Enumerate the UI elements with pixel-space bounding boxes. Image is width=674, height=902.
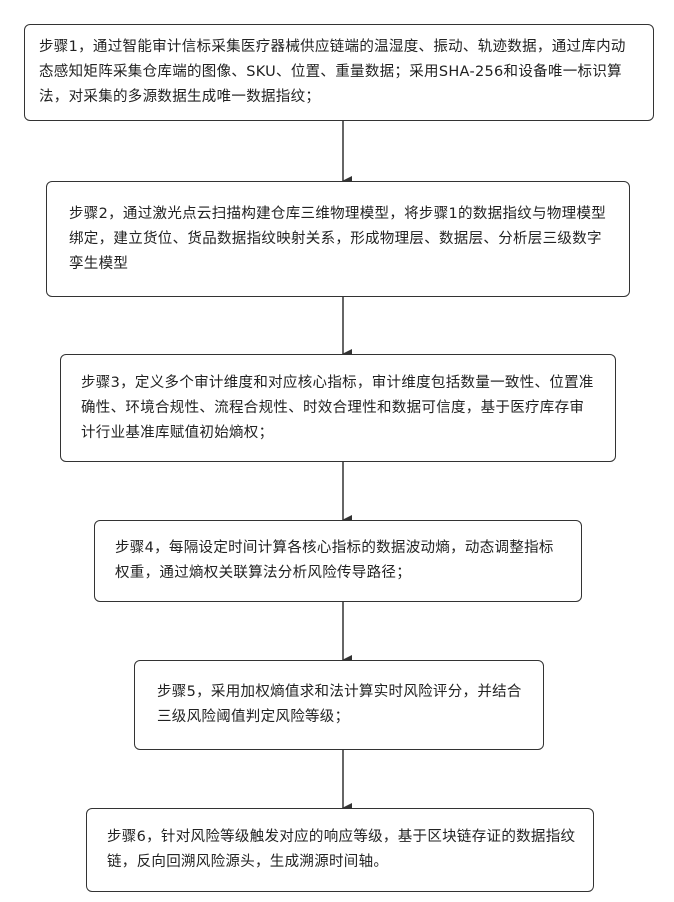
step-4-text: 步骤4，每隔设定时间计算各核心指标的数据波动熵，动态调整指标权重，通过熵权关联算…: [115, 536, 565, 586]
step-5-text: 步骤5，采用加权熵值求和法计算实时风险评分，并结合三级风险阈值判定风险等级；: [157, 680, 525, 730]
step-6-text: 步骤6，针对风险等级触发对应的响应等级，基于区块链存证的数据指纹链，反向回溯风险…: [107, 825, 577, 875]
step-5-box: 步骤5，采用加权熵值求和法计算实时风险评分，并结合三级风险阈值判定风险等级；: [134, 660, 544, 750]
step-6-box: 步骤6，针对风险等级触发对应的响应等级，基于区块链存证的数据指纹链，反向回溯风险…: [86, 808, 594, 892]
step-2-text: 步骤2，通过激光点云扫描构建仓库三维物理模型，将步骤1的数据指纹与物理模型绑定，…: [69, 202, 611, 277]
step-4-box: 步骤4，每隔设定时间计算各核心指标的数据波动熵，动态调整指标权重，通过熵权关联算…: [94, 520, 582, 602]
step-1-box: 步骤1，通过智能审计信标采集医疗器械供应链端的温湿度、振动、轨迹数据，通过库内动…: [24, 24, 654, 121]
step-2-box: 步骤2，通过激光点云扫描构建仓库三维物理模型，将步骤1的数据指纹与物理模型绑定，…: [46, 181, 630, 297]
step-3-text: 步骤3，定义多个审计维度和对应核心指标，审计维度包括数量一致性、位置准确性、环境…: [81, 371, 597, 446]
step-1-text: 步骤1，通过智能审计信标采集医疗器械供应链端的温湿度、振动、轨迹数据，通过库内动…: [39, 35, 639, 110]
step-3-box: 步骤3，定义多个审计维度和对应核心指标，审计维度包括数量一致性、位置准确性、环境…: [60, 354, 616, 462]
